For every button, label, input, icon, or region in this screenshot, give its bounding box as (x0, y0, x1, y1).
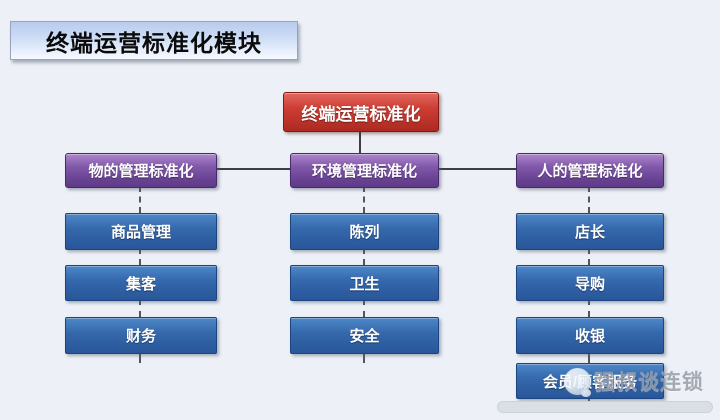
leaf-node: 商品管理 (65, 213, 217, 250)
leaf-node-label: 安全 (349, 328, 380, 345)
watermark: 强叔谈连锁 (564, 366, 704, 397)
root-node-label: 终端运营标准化 (301, 104, 421, 124)
dashed-connector (363, 248, 365, 265)
branch-node-people-management: 人的管理标准化 (516, 153, 664, 188)
leaf-node: 导购 (516, 265, 664, 301)
leaf-node: 集客 (65, 265, 217, 301)
watermark-text: 强叔谈连锁 (594, 371, 704, 394)
leaf-node-label: 收银 (574, 328, 605, 345)
leaf-node-label: 财务 (125, 328, 156, 345)
dashed-connector (588, 299, 590, 317)
branch-node-label: 人的管理标准化 (537, 163, 643, 180)
leaf-node: 陈列 (290, 213, 439, 250)
leaf-node-label: 陈列 (349, 224, 380, 241)
dashed-connector (139, 186, 141, 213)
dashed-connector (363, 186, 365, 213)
leaf-node: 财务 (65, 317, 217, 354)
leaf-node-label: 卫生 (349, 275, 380, 293)
leaf-node-label: 店长 (574, 224, 605, 241)
dashed-connector (139, 299, 141, 317)
dashed-connector (363, 352, 365, 363)
dashed-connector (139, 352, 141, 363)
leaf-node-label: 集客 (125, 275, 156, 293)
connector-branch-right (437, 168, 516, 170)
root-node: 终端运营标准化 (283, 92, 439, 132)
dashed-connector (363, 299, 365, 317)
branch-node-environment-management: 环境管理标准化 (290, 153, 439, 188)
branch-node-label: 环境管理标准化 (311, 163, 417, 180)
chain-talk-avatar-icon (564, 367, 591, 397)
bottom-bar (497, 401, 713, 413)
leaf-node: 卫生 (290, 265, 439, 301)
leaf-node-label: 商品管理 (110, 224, 171, 241)
leaf-node: 店长 (516, 213, 664, 250)
branch-node-things-management: 物的管理标准化 (65, 153, 217, 188)
slide-title-banner: 终端运营标准化模块 (10, 21, 298, 60)
leaf-node: 安全 (290, 317, 439, 354)
dashed-connector (588, 248, 590, 265)
dashed-connector (588, 186, 590, 213)
leaf-node-label: 导购 (574, 275, 605, 293)
dashed-connector (588, 352, 590, 363)
branch-node-label: 物的管理标准化 (88, 163, 194, 180)
leaf-node: 收银 (516, 317, 664, 354)
connector-root-to-center-branch (359, 130, 361, 153)
dashed-connector (139, 248, 141, 265)
slide-title: 终端运营标准化模块 (46, 29, 262, 56)
connector-branch-left (215, 168, 290, 170)
